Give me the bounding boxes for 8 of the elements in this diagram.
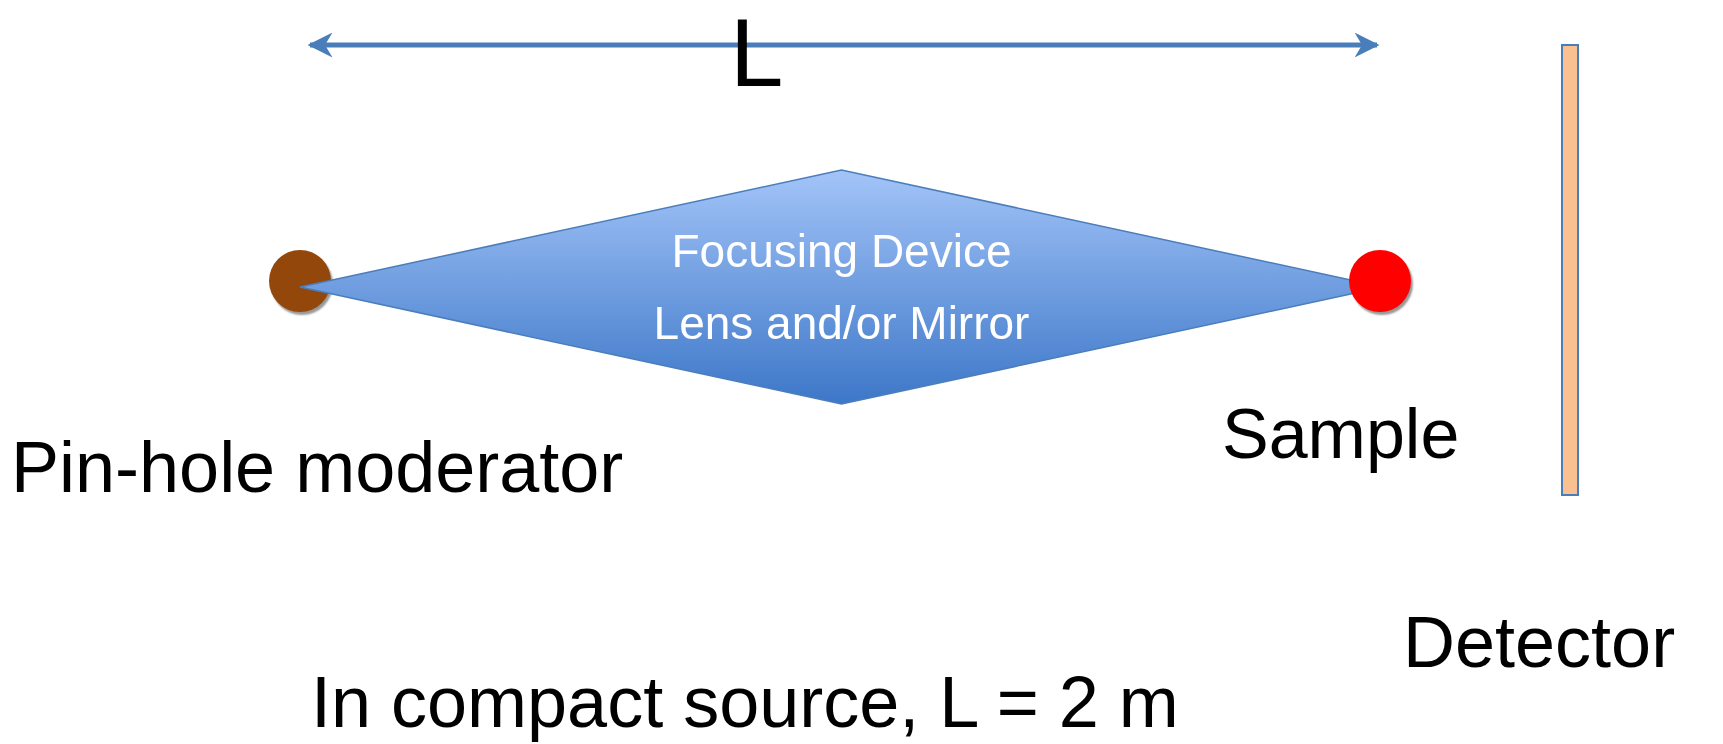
diamond-label: Focusing Device Lens and/or Mirror bbox=[652, 224, 1031, 351]
detector-label: Detector bbox=[1403, 603, 1676, 683]
sample-circle bbox=[1349, 250, 1411, 312]
note-text: In compact source, L = 2 m bbox=[311, 663, 1179, 743]
moderator-circle bbox=[269, 250, 331, 312]
detector-bar bbox=[1561, 44, 1579, 496]
moderator-label: Pin-hole moderator bbox=[11, 428, 624, 508]
sample-label: Sample bbox=[1222, 396, 1460, 473]
